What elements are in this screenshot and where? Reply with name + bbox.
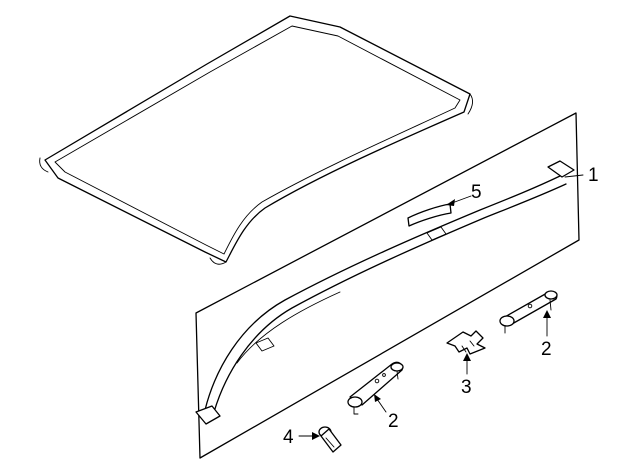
roof-panel: [39, 15, 473, 265]
rail-end-cap: [195, 160, 575, 425]
rail-cover: [407, 203, 452, 227]
callout-2-upper: 2: [541, 339, 552, 360]
callout-leaders: [298, 174, 584, 440]
rail-bracket: [499, 290, 558, 334]
callout-5: 5: [471, 182, 482, 203]
rail-bracket: [347, 361, 404, 415]
bolt: [318, 426, 342, 453]
callout-3: 3: [461, 377, 472, 398]
roof-rail: [204, 175, 567, 413]
callout-1: 1: [588, 165, 599, 186]
clip: [446, 330, 486, 355]
callout-2-lower: 2: [388, 411, 399, 432]
background-plane: [195, 112, 580, 459]
callout-4: 4: [283, 427, 294, 448]
